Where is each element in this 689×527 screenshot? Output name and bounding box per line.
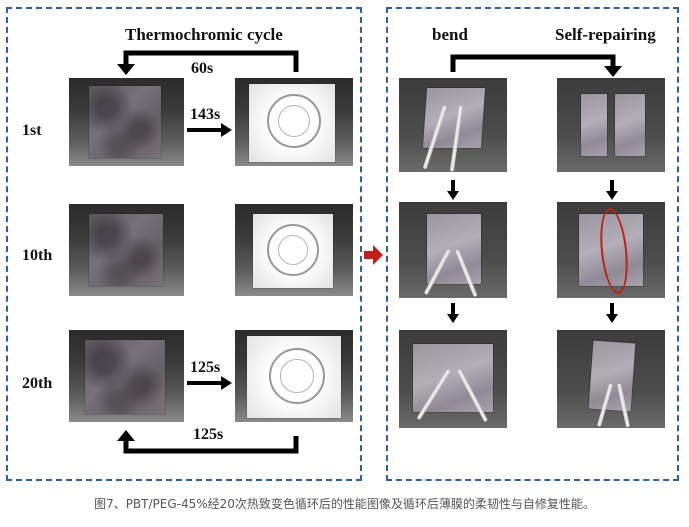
- photo-repair-1: [557, 78, 665, 172]
- left-panel: [6, 7, 362, 481]
- bend-down-arrowhead-1: [447, 191, 459, 200]
- row3-forward-arrowhead: [221, 376, 232, 390]
- bend-title: bend: [432, 25, 468, 44]
- bottom-return-arrowhead: [117, 430, 135, 441]
- film-cut-right: [615, 94, 645, 156]
- top-return-arrow: [123, 50, 299, 72]
- photo-bend-2: [399, 202, 507, 298]
- photo-row3-dark: [69, 330, 184, 422]
- figure-caption: 图7、PBT/PEG-45%经20次热致变色循环后的性能图像及循环后薄膜的柔韧性…: [94, 497, 595, 511]
- thermochromic-cycle-title: Thermochromic cycle: [125, 25, 283, 44]
- photo-row2-dark: [69, 204, 184, 296]
- row1-arrow-time: 143s: [190, 106, 221, 123]
- top-return-time: 60s: [191, 60, 214, 77]
- film-dark: [85, 340, 165, 414]
- bend-down-arrowhead-2: [447, 314, 459, 323]
- seal-watermark: [267, 224, 319, 276]
- film-dark: [89, 86, 161, 158]
- film-white: [249, 84, 335, 162]
- row2-label: 10th: [22, 247, 53, 264]
- photo-repair-2: [557, 202, 665, 298]
- photo-repair-3: [557, 330, 665, 428]
- photo-row1-dark: [69, 78, 184, 166]
- right-top-bracket: [450, 54, 616, 72]
- film-white: [247, 336, 341, 418]
- right-top-arrowhead: [604, 66, 622, 77]
- film-white: [253, 214, 333, 288]
- row1-forward-arrowhead: [221, 123, 232, 137]
- film-bent: [413, 344, 493, 412]
- seal-watermark: [267, 94, 321, 148]
- film-dark: [89, 214, 163, 286]
- center-transition-arrow: [364, 245, 383, 265]
- photo-row2-white: [235, 204, 353, 296]
- self-repairing-title: Self-repairing: [555, 25, 656, 44]
- seal-watermark: [269, 348, 325, 404]
- repair-down-arrowhead-1: [606, 191, 618, 200]
- film-healed: [588, 340, 636, 412]
- film-cut-left: [581, 94, 607, 156]
- top-return-arrowhead: [117, 64, 135, 75]
- photo-bend-3: [399, 330, 507, 428]
- bottom-return-time: 125s: [193, 426, 224, 443]
- right-panel: [386, 7, 679, 481]
- film-healed: [579, 214, 643, 286]
- row3-label: 20th: [22, 375, 53, 392]
- row3-arrow-time: 125s: [190, 359, 221, 376]
- repair-down-arrowhead-2: [606, 314, 618, 323]
- bottom-return-arrow: [123, 436, 299, 454]
- row1-label: 1st: [22, 122, 42, 139]
- photo-row1-white: [235, 78, 353, 166]
- photo-row3-white: [235, 330, 353, 422]
- photo-bend-1: [399, 78, 507, 172]
